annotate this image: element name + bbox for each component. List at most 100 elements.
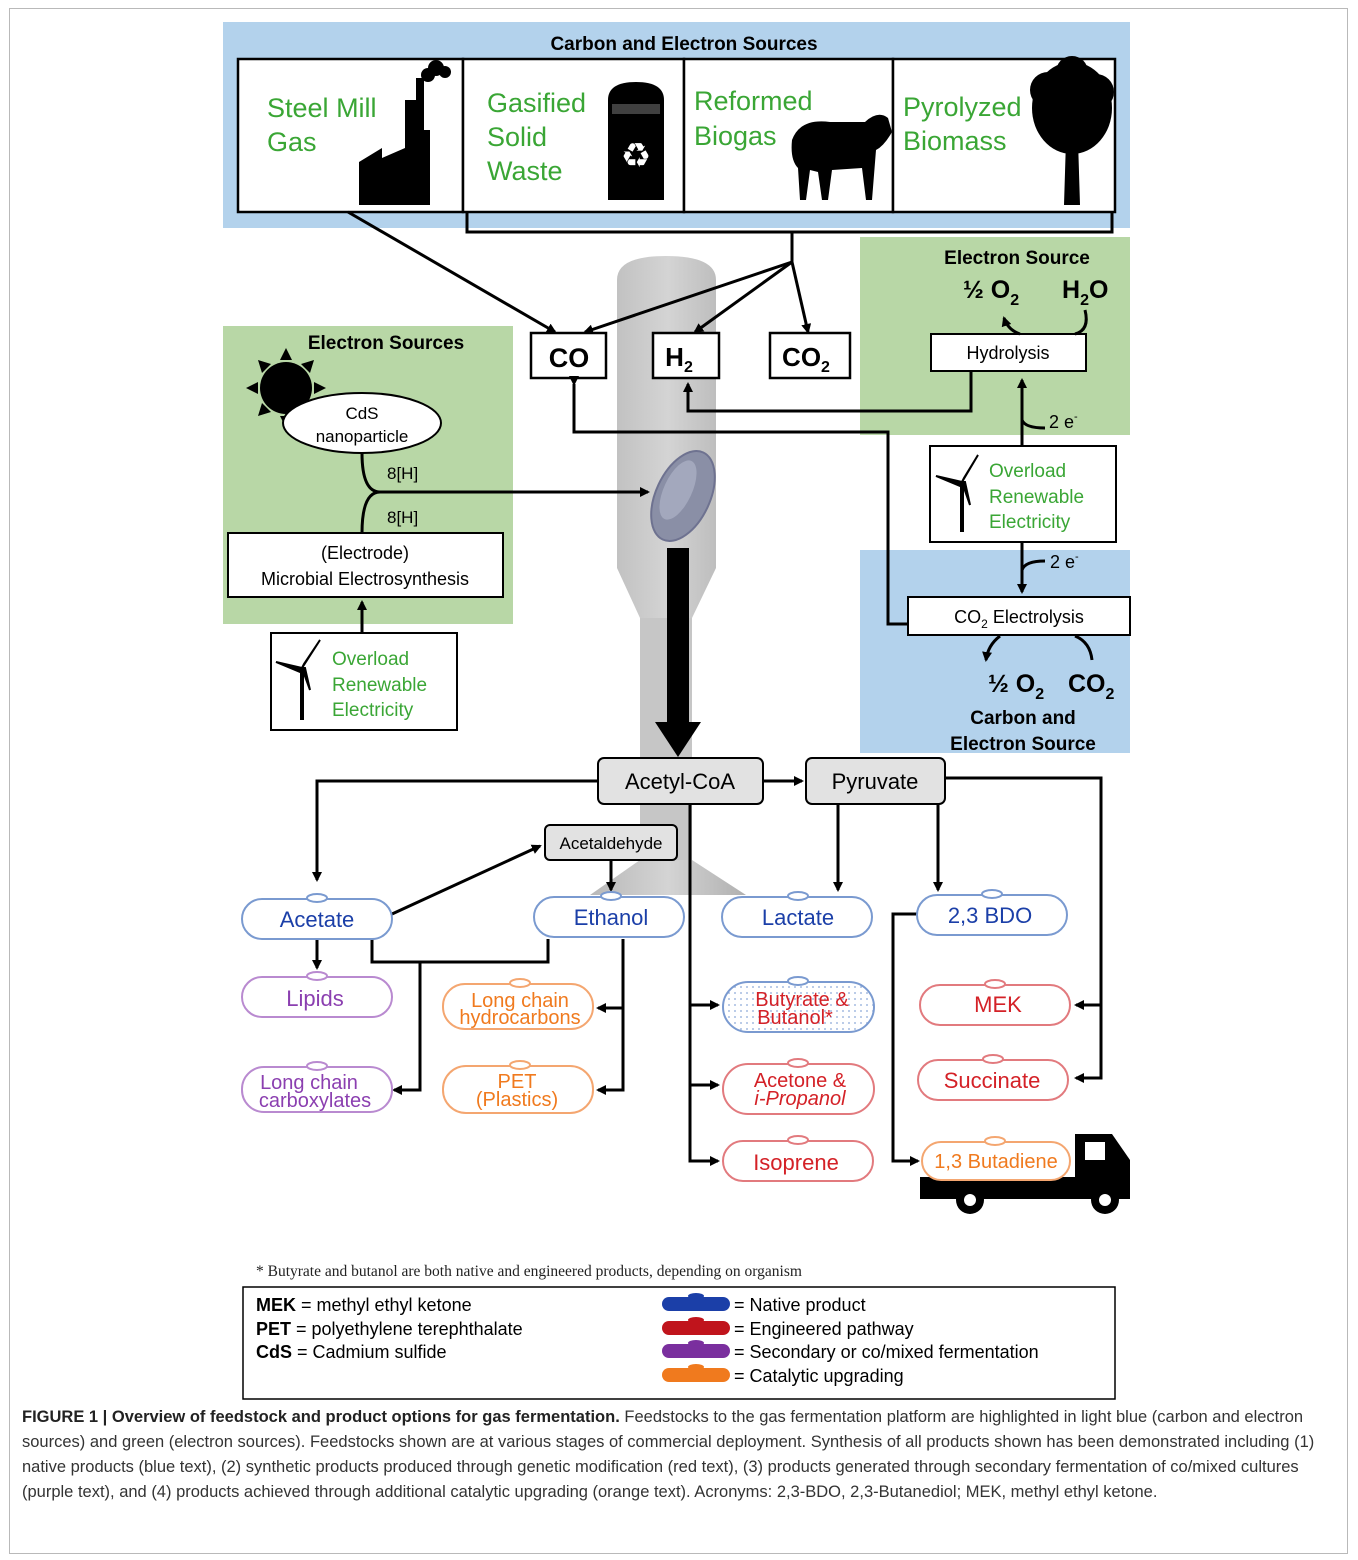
source-labels: Steel Mill Gas Gasified Solid Waste Refo… (267, 86, 1022, 186)
steel-label-1: Steel (267, 93, 329, 123)
electrode-box (227, 532, 504, 598)
product-pills (241, 889, 1071, 1182)
electron-sources-title: Electron Sources (308, 333, 464, 354)
left-wind-turbine-icon (275, 639, 321, 720)
svg-text:H2: H2 (665, 342, 693, 376)
recycle-bin-icon: ♻ (608, 82, 664, 200)
right-overload-3: Electricity (989, 512, 1071, 533)
pet-label-1: PET (498, 1071, 537, 1093)
h-bottom-label: 8[H] (387, 508, 418, 527)
co2-label: CO (782, 342, 821, 372)
butyrate-label-2: Butanol* (757, 1007, 833, 1029)
main-flow-arrow (655, 548, 701, 757)
pyruvate-label: Pyruvate (832, 769, 919, 794)
rt-half-o2: ½ O (963, 276, 1010, 304)
co2-sub: 2 (821, 359, 830, 376)
h-top-label: 8[H] (387, 464, 418, 483)
electrolysis-sub: 2 (981, 617, 988, 631)
svg-text:PET = polyethylene terephthala: PET = polyethylene terephthalate (256, 1319, 523, 1339)
electrode-label-1: (Electrode) (321, 543, 409, 563)
hydrolysis-arrows (569, 309, 1088, 626)
svg-text:CO2: CO2 (1068, 670, 1115, 703)
pathway-arrows (312, 776, 1103, 1166)
long-hc-label-1: Long chain (471, 990, 569, 1012)
right-overload-2: Renewable (989, 487, 1084, 508)
legend-def-cds: = Cadmium sulfide (292, 1342, 447, 1362)
figure-frame (9, 8, 1348, 1554)
rt-e-sup: - (1074, 411, 1078, 423)
gasified-label-3: Waste (487, 156, 563, 186)
acetyl-coa-label: Acetyl-CoA (625, 769, 735, 794)
legend-catalytic-label: = Catalytic upgrading (734, 1366, 904, 1386)
rt-e-label: 2 e (1049, 412, 1074, 432)
caption-title: FIGURE 1 | Overview of feedstock and pro… (22, 1408, 620, 1426)
acetone-label-1: Acetone & (754, 1070, 847, 1092)
butadiene-label: 1,3 Butadiene (934, 1151, 1057, 1173)
steel-label-3: Gas (267, 127, 317, 157)
svg-text:H2O: H2O (1062, 276, 1108, 309)
legend-def-mek: = methyl ethyl ketone (296, 1295, 472, 1315)
succinate-label: Succinate (944, 1068, 1041, 1093)
left-overload-3: Electricity (332, 700, 414, 721)
right-overload-1: Overload (989, 461, 1066, 482)
rb-half-o2: ½ O (988, 670, 1035, 698)
svg-text:Steel Mill: Steel Mill (267, 93, 377, 123)
legend-swatch-catalytic (662, 1368, 730, 1382)
factory-icon (359, 60, 451, 205)
svg-text:CO2: CO2 (782, 342, 830, 376)
legend-engineered-label: = Engineered pathway (734, 1319, 914, 1339)
left-overload-labels: Overload Renewable Electricity (332, 649, 427, 721)
svg-text:2 e-: 2 e- (1049, 411, 1078, 432)
legend-swatch-native (662, 1297, 730, 1311)
cow-icon (791, 114, 892, 200)
electrolysis-rest: Electrolysis (988, 607, 1084, 627)
legend-native-label: = Native product (734, 1295, 866, 1315)
bdo-label: 2,3 BDO (948, 903, 1032, 928)
mek-label: MEK (974, 992, 1022, 1017)
microbe-icon (650, 450, 716, 542)
biogas-label-2: Biogas (694, 121, 777, 151)
biogas-label-1: Reformed (694, 86, 813, 116)
rt-h2o-sub: 2 (1080, 292, 1089, 309)
svg-text:½ O2: ½ O2 (963, 276, 1019, 309)
carbon-electron-source-right-panel (860, 550, 1130, 753)
tree-icon (1030, 56, 1114, 205)
carboxylates-label-2: carboxylates (259, 1090, 371, 1112)
rb-co2-sub: 2 (1106, 686, 1115, 703)
pyruvate-box (805, 757, 946, 805)
legend-swatch-secondary (662, 1344, 730, 1358)
gasified-label-1: Gasified (487, 88, 586, 118)
rt-h2o-o: O (1089, 276, 1108, 304)
h2-label: H (665, 342, 684, 372)
source-arrows (347, 210, 1114, 335)
cds-label-2: nanoparticle (316, 427, 409, 446)
legend-abbr-mek: MEK (256, 1295, 296, 1315)
co2-box (768, 331, 852, 380)
svg-text:CO2 Electrolysis: CO2 Electrolysis (954, 607, 1084, 631)
steel-label-2: Mill (336, 93, 377, 123)
co-box (529, 331, 608, 380)
electrolysis-arrows (982, 542, 1094, 662)
legend-color-labels: = Native product = Engineered pathway = … (734, 1295, 1039, 1386)
hydrolysis-label: Hydrolysis (966, 343, 1049, 363)
gas-fermentation-diagram: Carbon and Electron Sources Steel Mill G… (223, 22, 1131, 1400)
left-electron-arrows (357, 452, 650, 633)
biomass-label-1: Pyrolyzed (903, 92, 1022, 122)
lipids-label: Lipids (286, 986, 343, 1011)
acetone-label-2: i-Propanol (754, 1088, 846, 1110)
electrolysis-co: CO (954, 607, 981, 627)
rb-footer-1: Carbon and (970, 708, 1076, 729)
butyrate-label-1: Butyrate & (755, 989, 849, 1011)
legend-secondary-label: = Secondary or co/mixed fermentation (734, 1342, 1039, 1362)
rb-footer-2: Electron Source (950, 734, 1096, 755)
electrolysis-box (907, 596, 1131, 636)
rb-e-label: 2 e (1050, 552, 1075, 572)
gas-boxes: CO H2 CO2 (529, 331, 852, 380)
rt-h2o-h: H (1062, 276, 1080, 304)
caption-text: Feedstocks to the gas fermentation platf… (22, 1408, 1315, 1501)
acetate-label: Acetate (280, 907, 355, 932)
legend-abbr-pet: PET (256, 1319, 291, 1339)
co-label: CO (549, 343, 590, 373)
h2-box (651, 331, 721, 380)
svg-text:CdS = Cadmium sulfide: CdS = Cadmium sulfide (256, 1342, 447, 1362)
